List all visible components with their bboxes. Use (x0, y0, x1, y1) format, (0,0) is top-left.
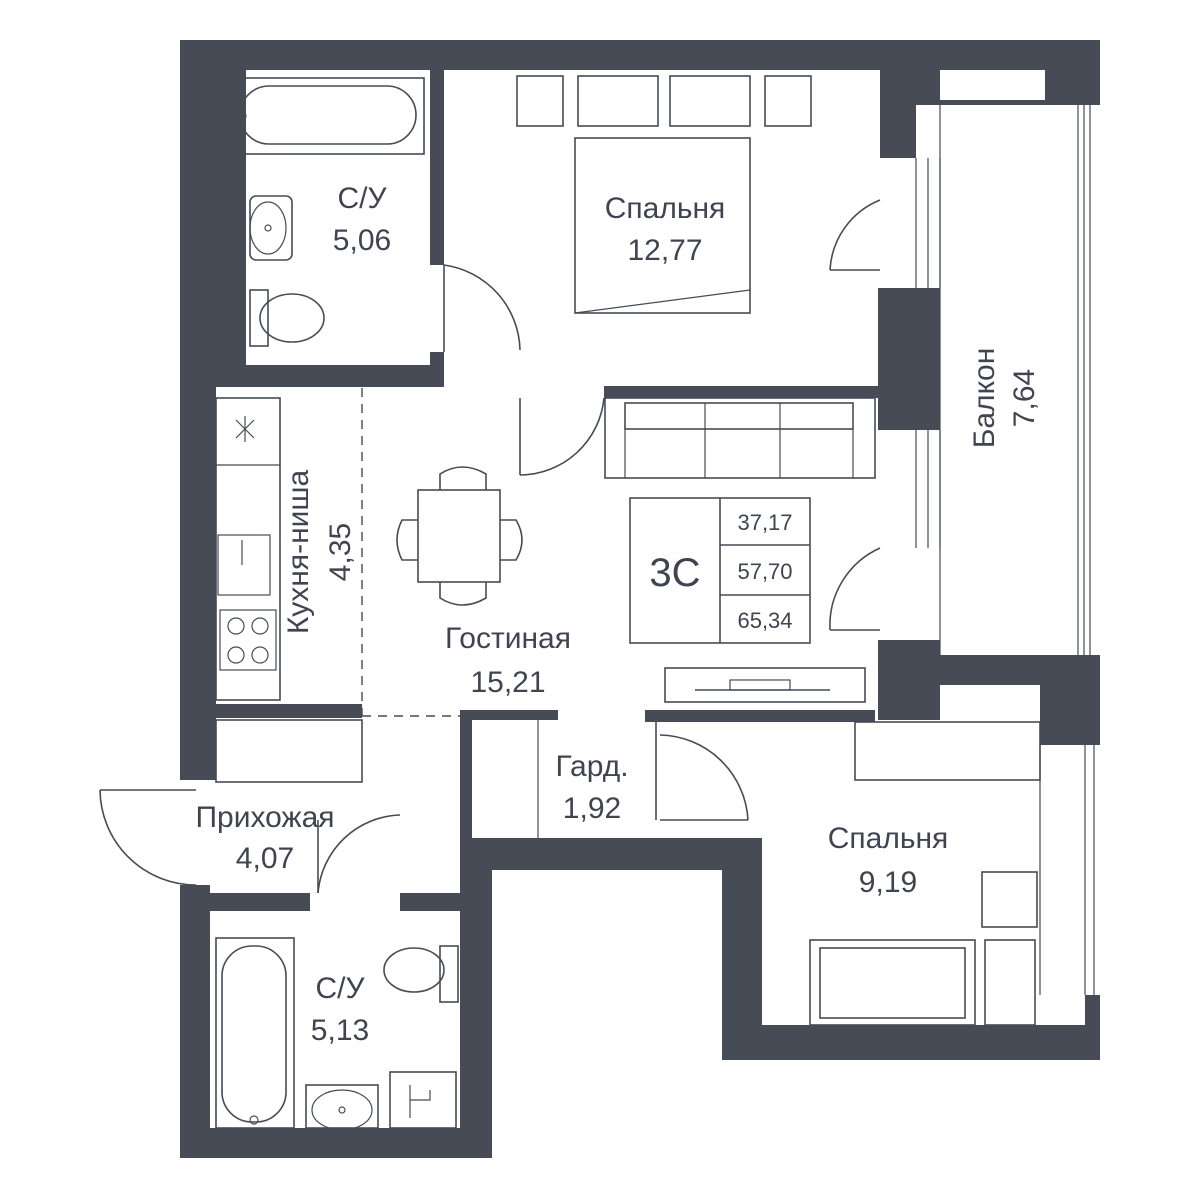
walls (180, 40, 1100, 1158)
room-area-wardrobe: 1,92 (563, 792, 621, 825)
room-name-bedroom2: Спальня (828, 822, 949, 855)
bathtub-icon-2 (215, 937, 295, 1129)
room-area-balcony: 7,64 (1008, 369, 1041, 427)
room-name-wardrobe: Гард. (555, 750, 628, 783)
apartment-area-with-balcony: 65,34 (737, 608, 792, 633)
room-name-living: Гостиная (445, 622, 571, 655)
washing-machine-icon (389, 1071, 457, 1129)
room-area-living: 15,21 (470, 666, 545, 699)
toilet-icon (249, 289, 325, 347)
room-labels: С/У 5,06 Спальня 12,77 Балкон 7,64 Кухня… (195, 182, 1041, 1047)
sink-icon (249, 195, 293, 261)
sofa-icon (604, 397, 876, 479)
kitchen-counter-icon (215, 397, 281, 701)
windows (915, 105, 1095, 995)
room-name-bedroom1: Спальня (605, 192, 726, 225)
bed-icon (516, 75, 812, 314)
tv-stand-icon (664, 667, 866, 703)
kitchen-boundary (361, 388, 460, 717)
room-area-bath2: 5,13 (311, 1014, 369, 1047)
apartment-type-code: 3С (649, 551, 700, 595)
toilet-icon-2 (383, 945, 459, 1003)
wardrobe-icon-2 (854, 721, 1041, 781)
room-name-balcony: Балкон (968, 348, 1001, 449)
room-name-hall: Прихожая (195, 801, 334, 834)
hall-cabinet-icon (215, 719, 363, 783)
room-name-bath1: С/У (337, 182, 387, 215)
bathtub-icon (233, 77, 425, 155)
sink-icon-2 (305, 1084, 379, 1131)
bed-icon-2 (809, 871, 1038, 1026)
room-area-bath1: 5,06 (333, 224, 391, 257)
room-area-bedroom2: 9,19 (859, 866, 917, 899)
room-area-hall: 4,07 (236, 842, 294, 875)
doors (99, 199, 881, 894)
apartment-area-total: 57,70 (737, 559, 792, 584)
room-area-bedroom1: 12,77 (627, 234, 702, 267)
furniture (215, 75, 1041, 1131)
room-area-kitchen: 4,35 (324, 523, 357, 581)
room-name-kitchen: Кухня-ниша (282, 470, 315, 635)
apartment-area-living: 37,17 (737, 510, 792, 535)
room-name-bath2: С/У (315, 972, 365, 1005)
dining-table-icon (396, 466, 523, 606)
ventilation-icon (235, 416, 255, 442)
apartment-info-box: 3С 37,17 57,70 65,34 (629, 497, 811, 644)
